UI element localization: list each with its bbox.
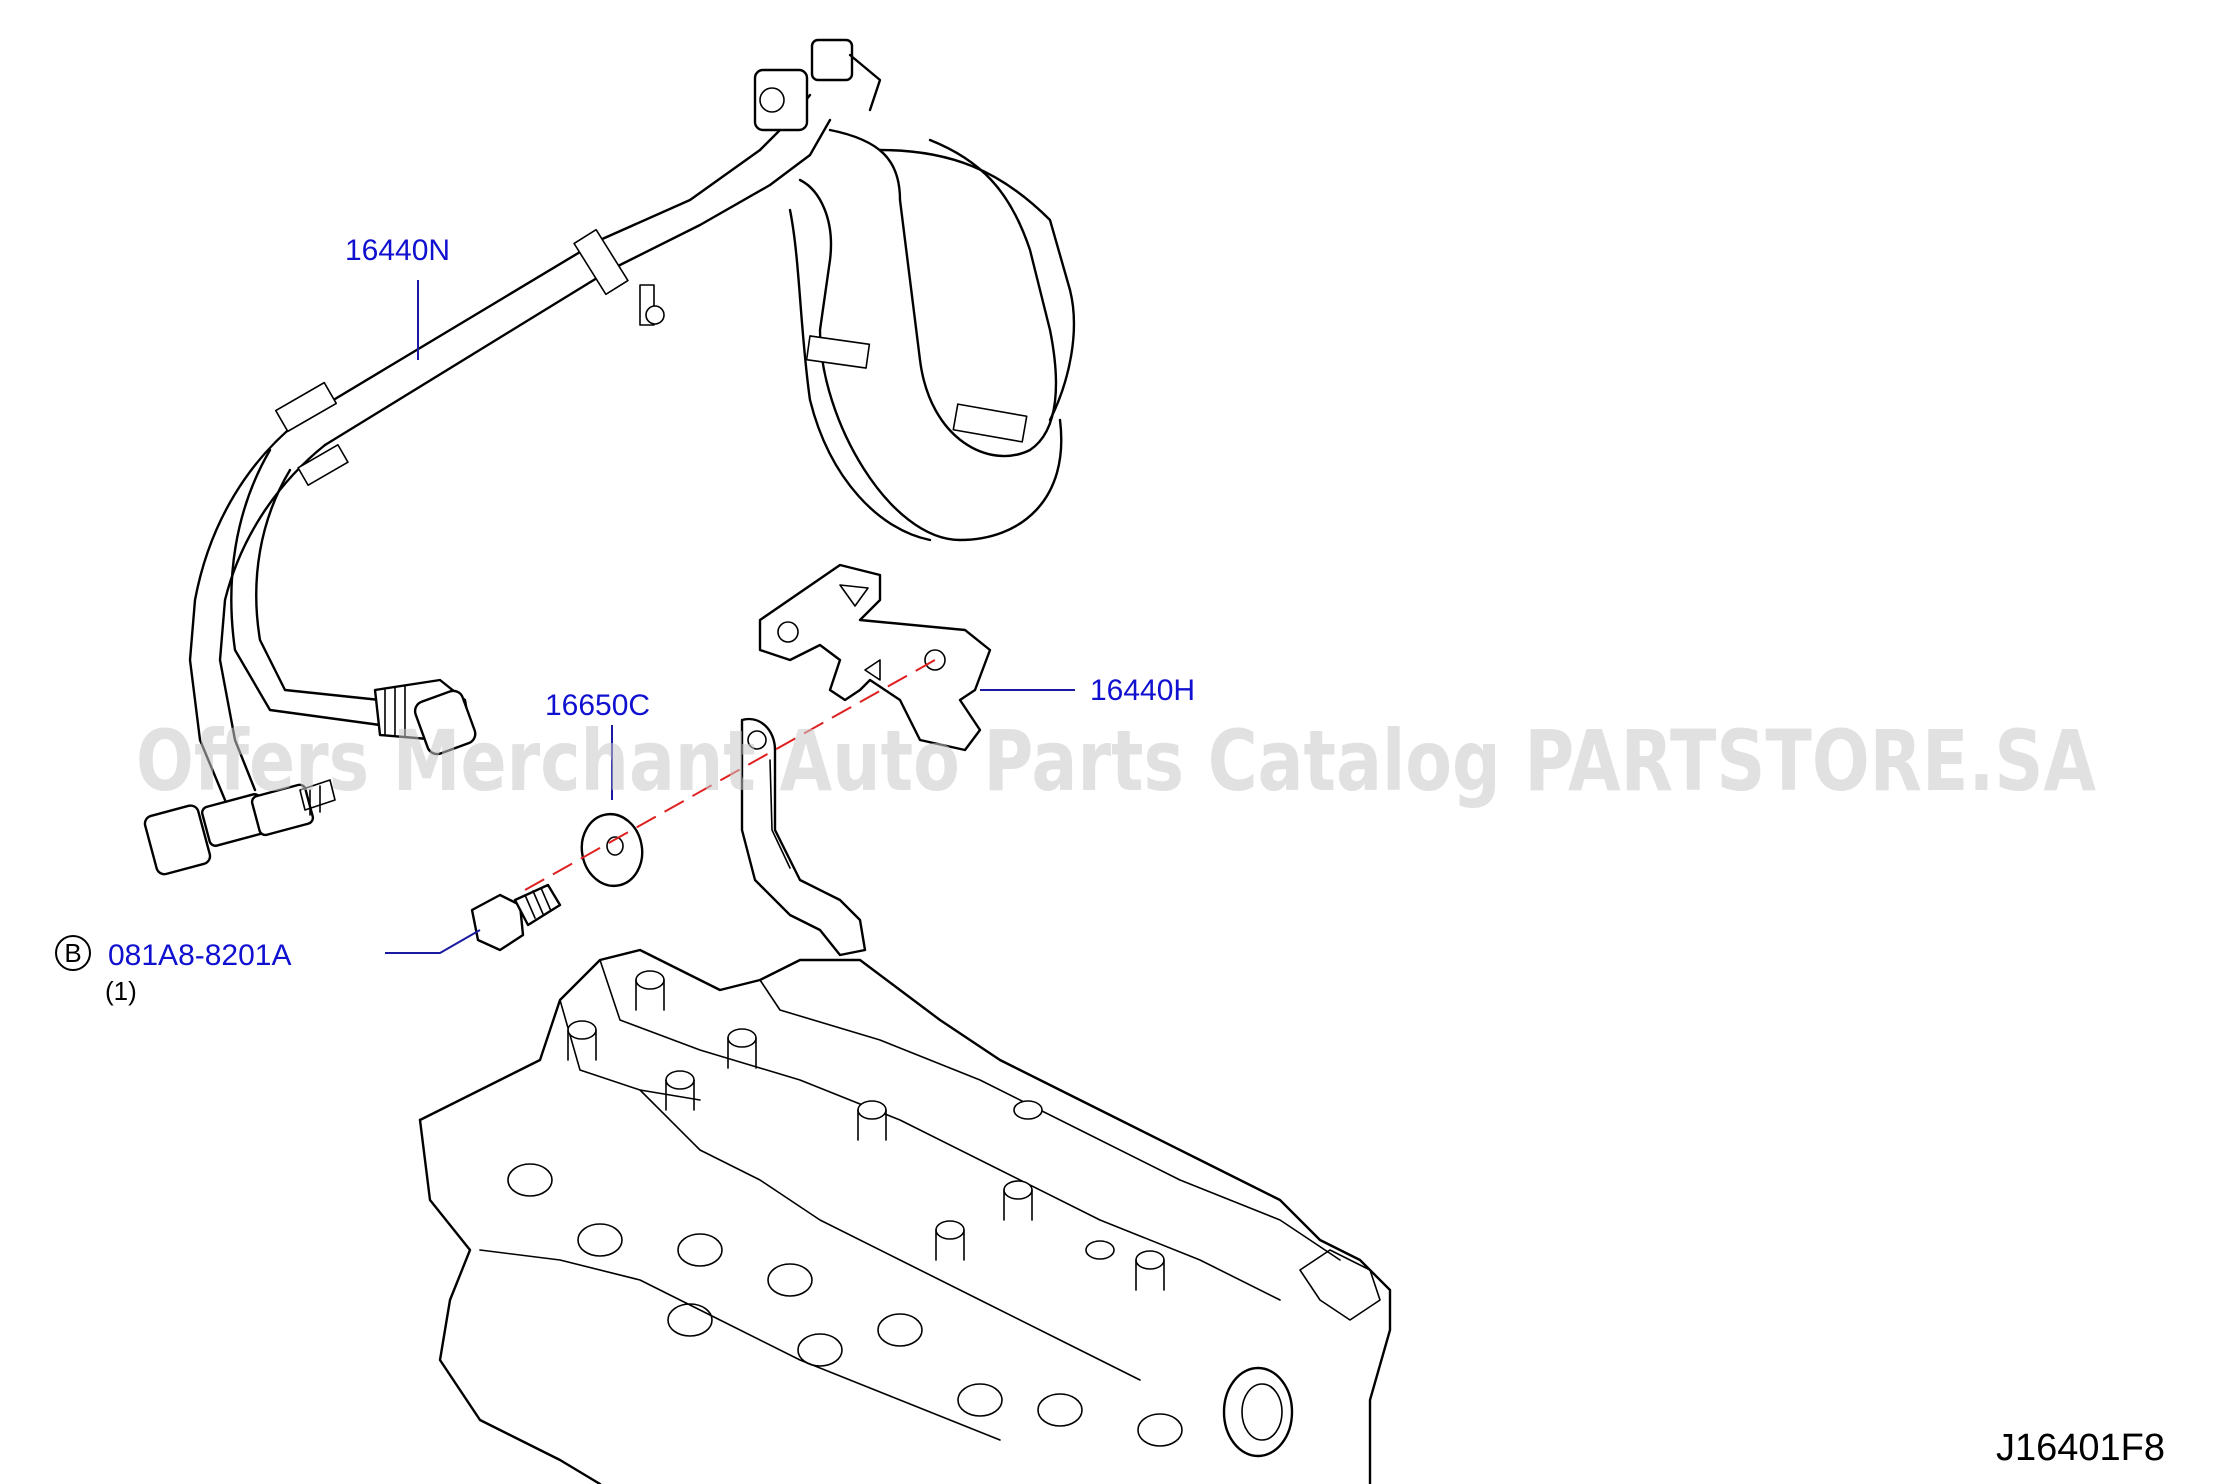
assembly-axis-line: [524, 659, 936, 891]
cylinder-head-drawing: [418, 948, 1392, 1484]
figure-code: J16401F8: [1996, 1427, 2165, 1469]
bracket-drawing[interactable]: [758, 563, 992, 752]
part-label-16440N[interactable]: 16440N: [345, 234, 450, 267]
callout-letter: B: [64, 938, 81, 968]
washer-drawing[interactable]: [576, 809, 648, 890]
part-label-16440H[interactable]: 16440H: [1090, 674, 1195, 707]
callout-circle: [55, 935, 91, 971]
fuel-hose-assembly-drawing[interactable]: [143, 38, 1076, 876]
part-label-081A8-8201A[interactable]: 081A8-8201A: [108, 939, 292, 972]
rod-bracket-drawing: [740, 717, 867, 957]
part-label-16650C[interactable]: 16650C: [545, 689, 650, 722]
bolt-drawing[interactable]: [470, 883, 562, 952]
leader-081A8-8201A: [385, 929, 481, 954]
quantity-label: (1): [105, 976, 137, 1006]
watermark-text: Offers Merchant Auto Parts Catalog PARTS…: [136, 712, 2096, 810]
